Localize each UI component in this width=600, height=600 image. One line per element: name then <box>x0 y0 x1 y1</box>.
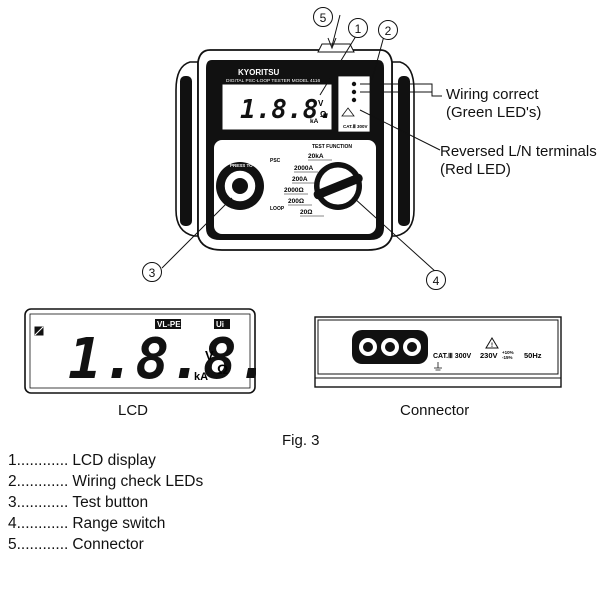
small-cat-text: CAT.Ⅲ 300V <box>343 123 368 129</box>
range-label-4: 200Ω <box>288 198 304 205</box>
callout-1: 1 <box>348 18 368 38</box>
brand-text: KYORITSU <box>238 68 280 77</box>
leader-2 <box>371 35 385 81</box>
legend-number: 3 <box>8 494 17 511</box>
connector-freq: 50Hz <box>524 351 542 360</box>
leader-4 <box>353 197 437 273</box>
lcd-large-digits: 1.8.8.8 <box>68 327 256 392</box>
range-label-1: 2000A <box>294 165 313 172</box>
legend-item: 1............LCD display <box>8 450 156 471</box>
green-led-1 <box>351 81 357 87</box>
range-label-5: 20Ω <box>300 209 312 216</box>
lcd-tag-vlpe: VL-PE <box>157 320 181 329</box>
green-leds-label: (Green LED's) <box>446 104 542 121</box>
connector-caption: Connector <box>400 402 470 419</box>
lcd-large-ka: kA <box>194 371 208 383</box>
connector-tol-minus: -15% <box>502 355 513 360</box>
left-grip-inner <box>180 76 192 226</box>
callout-3: 3 <box>142 262 162 282</box>
small-lcd-v: V <box>318 99 324 108</box>
ground-icon <box>434 362 442 371</box>
legend-dots: ............ <box>16 494 69 511</box>
loop-text: LOOP <box>270 206 285 212</box>
small-lcd-ka: kA <box>310 118 319 125</box>
small-lcd-digits: 1.8.8.8 <box>240 95 350 125</box>
callout-5: 5 <box>313 7 333 27</box>
leader-5 <box>331 14 341 47</box>
top-connector <box>317 43 355 53</box>
lcd-large-omega: Ω <box>217 361 228 377</box>
small-lcd-omega: Ω <box>320 110 327 119</box>
legend-dots: ............ <box>16 536 69 553</box>
legend-dots: ............ <box>16 473 69 490</box>
legend-number: 1 <box>8 452 17 469</box>
range-label-2: 200A <box>292 176 308 183</box>
legend-number: 2 <box>8 473 17 490</box>
legend-item: 2............Wiring check LEDs <box>8 471 203 492</box>
lcd-tag-ui: Ui <box>216 320 224 329</box>
legend-text: Test button <box>72 494 149 511</box>
legend-item: 3............Test button <box>8 492 148 513</box>
svg-text:!: ! <box>491 343 493 349</box>
legend-number: 4 <box>8 515 17 532</box>
callout-4: 4 <box>426 270 446 290</box>
green-led-3 <box>351 97 357 103</box>
connector-voltage: 230V <box>480 351 498 360</box>
model-text: DIGITAL PSC-LOOP TESTER MODEL 4116 <box>226 78 321 84</box>
range-label-0: 20kA <box>308 153 324 160</box>
wiring-correct-label: Wiring correct <box>446 86 539 103</box>
legend-text: Wiring check LEDs <box>72 473 204 490</box>
figure-caption: Fig. 3 <box>282 432 320 449</box>
legend-dots: ............ <box>16 515 69 532</box>
lcd-battery-icon <box>33 325 45 337</box>
lcd-detail: VL-PE Ui 1.8.8.8 V Ω kA <box>24 308 256 394</box>
tester-device: KYORITSU DIGITAL PSC-LOOP TESTER MODEL 4… <box>161 14 442 273</box>
psc-text: PSC <box>270 158 281 164</box>
legend-dots: ............ <box>16 452 69 469</box>
warning-icon <box>485 337 499 349</box>
red-led-warning-icon <box>341 107 355 117</box>
leader-3 <box>161 197 233 269</box>
right-grip-inner <box>398 76 410 226</box>
small-lcd <box>221 83 333 131</box>
press-to-test-text: PRESS TO TEST <box>230 163 266 168</box>
leader-1 <box>319 35 357 96</box>
connector-detail: CAT.Ⅲ 300V ! 230V +10% -15% 50Hz <box>314 316 562 388</box>
range-switch-pointer <box>313 173 363 200</box>
lcd-caption: LCD <box>118 402 149 419</box>
callout-2: 2 <box>378 20 398 40</box>
test-function-text: TEST FUNCTION <box>312 144 352 150</box>
leader-wiring-correct <box>360 83 442 97</box>
reversed-terminals-label: Reversed L/N terminals <box>440 143 597 160</box>
connector-tol-plus: +10% <box>502 350 514 355</box>
legend-item: 4............Range switch <box>8 513 165 534</box>
legend-text: LCD display <box>72 452 156 469</box>
lcd-large-v: V <box>205 348 214 363</box>
legend-text: Connector <box>72 536 144 553</box>
red-led-label: (Red LED) <box>440 161 511 178</box>
leader-reversed <box>359 109 441 151</box>
legend-number: 5 <box>8 536 17 553</box>
range-label-3: 2000Ω <box>284 187 304 194</box>
legend-item: 5............Connector <box>8 534 144 555</box>
legend-text: Range switch <box>72 515 166 532</box>
connector-cat-text: CAT.Ⅲ 300V <box>433 352 471 360</box>
green-led-2 <box>351 89 357 95</box>
